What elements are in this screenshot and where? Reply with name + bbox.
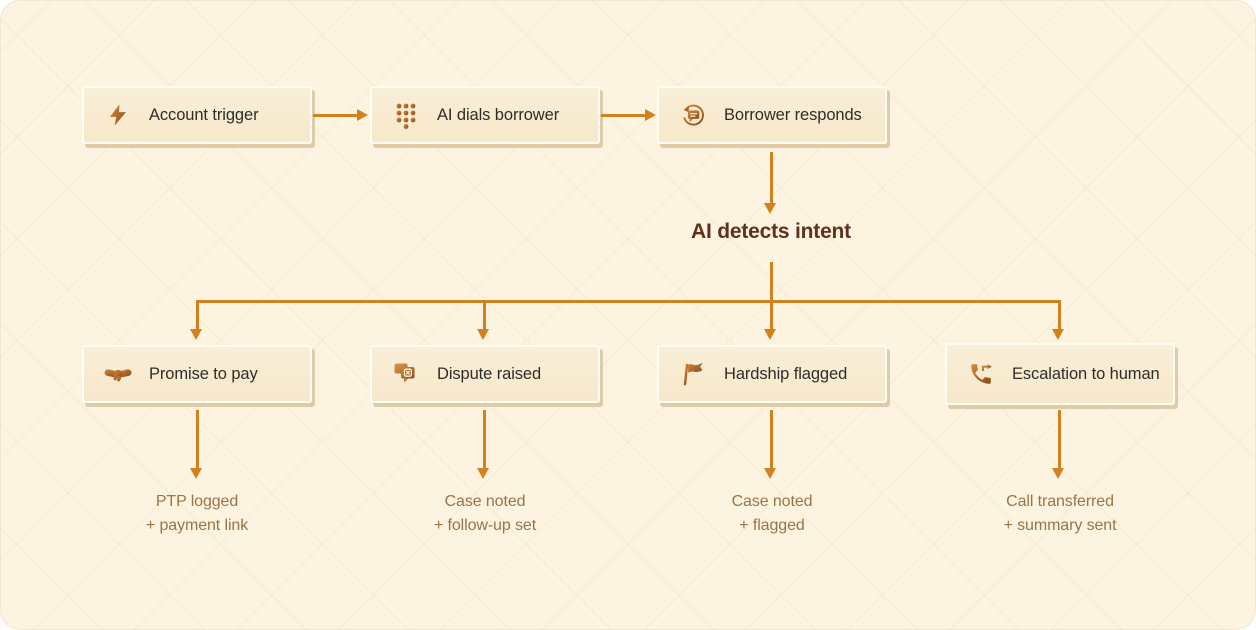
flag-icon bbox=[679, 361, 707, 388]
outcome-line-2: + summary sent bbox=[1003, 517, 1117, 534]
message-loop-icon bbox=[679, 102, 707, 129]
outcome-line-1: PTP logged bbox=[155, 493, 239, 510]
node-label: Promise to pay bbox=[149, 364, 258, 383]
node-label: Hardship flagged bbox=[724, 364, 848, 383]
outcome-escalation-to-human: Call transferred + summary sent bbox=[945, 490, 1175, 538]
outcome-line-2: + flagged bbox=[739, 517, 805, 534]
outcome-line-1: Call transferred bbox=[1006, 493, 1114, 510]
node-label: Dispute raised bbox=[437, 364, 542, 383]
outcome-line-2: + follow-up set bbox=[433, 517, 537, 534]
node-dispute-raised: Dispute raised bbox=[370, 345, 600, 403]
node-escalation-to-human: Escalation to human bbox=[945, 343, 1175, 405]
bolt-icon bbox=[104, 102, 132, 128]
node-label: AI dials borrower bbox=[437, 105, 560, 124]
node-label: Account trigger bbox=[149, 105, 259, 124]
outcome-promise-to-pay: PTP logged + payment link bbox=[82, 490, 312, 538]
node-borrower-responds: Borrower responds bbox=[657, 86, 887, 144]
node-hardship-flagged: Hardship flagged bbox=[657, 345, 887, 403]
handshake-icon bbox=[104, 362, 132, 386]
outcome-line-2: + payment link bbox=[145, 517, 249, 534]
outcome-line-1: Case noted bbox=[444, 493, 526, 510]
node-account-trigger: Account trigger bbox=[82, 86, 312, 144]
outcome-hardship-flagged: Case noted + flagged bbox=[657, 490, 887, 538]
phone-forward-icon bbox=[967, 361, 995, 387]
dialpad-icon bbox=[392, 102, 420, 129]
outcome-line-1: Case noted bbox=[731, 493, 813, 510]
node-label: Borrower responds bbox=[724, 105, 862, 124]
node-promise-to-pay: Promise to pay bbox=[82, 345, 312, 403]
node-label: Escalation to human bbox=[1012, 364, 1160, 383]
decision-heading: AI detects intent bbox=[691, 220, 851, 243]
outcome-dispute-raised: Case noted + follow-up set bbox=[370, 490, 600, 538]
dispute-icon bbox=[392, 361, 420, 387]
node-ai-dials-borrower: AI dials borrower bbox=[370, 86, 600, 144]
